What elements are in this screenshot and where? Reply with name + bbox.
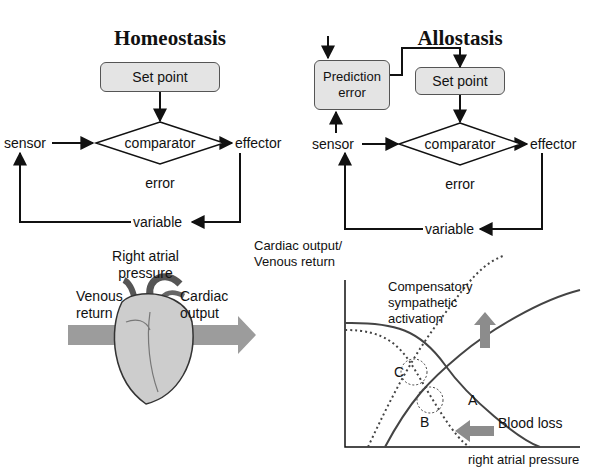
signal-name: effector	[530, 136, 576, 153]
signal-name: sensor	[312, 136, 354, 153]
comparator-diamond: comparator	[95, 121, 225, 165]
point-label: B	[420, 414, 429, 431]
point-label: A	[468, 392, 477, 409]
setpoint-box: Set point	[100, 62, 220, 92]
signal-wire	[52, 142, 93, 144]
shift-arrow	[474, 312, 496, 348]
equilibrium-marker	[417, 387, 443, 413]
flow-label: Cardiac output	[180, 288, 242, 322]
feedback-wire	[480, 153, 542, 229]
node-text: Prediction error	[315, 69, 389, 101]
panel-title: Allostasis	[380, 26, 540, 50]
signal-name: variable	[133, 214, 182, 231]
feedback-wire	[20, 153, 131, 222]
input-wire	[327, 36, 329, 58]
signal-wire	[362, 143, 398, 145]
curve-label: Compensatory sympathetic activation	[388, 279, 488, 327]
node-text: Set point	[132, 69, 187, 85]
prediction-box: Prediction error	[314, 60, 390, 110]
feedback-wire	[345, 153, 423, 229]
axis-label: right atrial pressure	[468, 452, 579, 468]
comparator-diamond: comparator	[398, 122, 522, 166]
heart-detail	[148, 312, 158, 392]
chart-axis	[345, 280, 580, 447]
signal-name: error	[430, 176, 490, 193]
panel-title: Homeostasis	[90, 26, 250, 50]
node-text: comparator	[425, 136, 496, 152]
feedback-wire	[192, 153, 240, 222]
heart-detail	[126, 320, 150, 330]
equilibrium-marker	[401, 359, 427, 385]
shifted-cardiac-output-curve	[368, 255, 505, 447]
flow-arrow	[159, 92, 161, 121]
anatomy-label: Right atrial pressure	[98, 248, 193, 282]
flow-arrow	[459, 95, 461, 122]
shift-arrow	[455, 420, 494, 442]
axis-label: Cardiac output/ Venous return	[254, 238, 362, 270]
signal-name: effector	[235, 135, 281, 152]
signal-name: error	[130, 175, 190, 192]
node-text: Set point	[432, 73, 487, 89]
flow-arrow	[390, 48, 460, 75]
annotation-label: Blood loss	[498, 415, 563, 432]
flow-label: Venous return	[76, 288, 136, 322]
setpoint-box: Set point	[415, 67, 505, 95]
diamond-outline	[96, 122, 224, 164]
diamond-outline	[399, 123, 521, 165]
signal-name: variable	[425, 221, 474, 238]
signal-wire	[335, 112, 337, 133]
node-text: comparator	[125, 135, 196, 151]
point-label: C	[394, 364, 404, 381]
signal-name: sensor	[4, 135, 46, 152]
shifted-venous-return-curve	[345, 330, 470, 447]
